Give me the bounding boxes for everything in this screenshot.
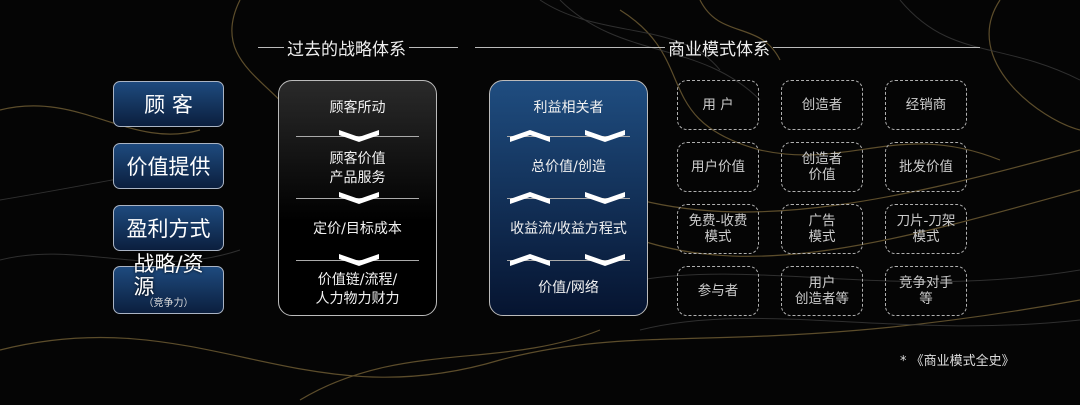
chevron-down-icon xyxy=(339,254,379,266)
title-line-right xyxy=(773,46,980,48)
past-strategy-title: 过去的战略体系 xyxy=(258,36,458,60)
left-pill-strategy-resources: 战略/资 源 （竞争力） xyxy=(113,252,224,314)
grid-cell-user-value: 用户价值 xyxy=(677,142,759,192)
panel-item: 价值/网络 xyxy=(538,280,599,296)
title-line-right xyxy=(409,46,458,48)
grid-cell-razor-blade-model: 刀片-刀架 模式 xyxy=(885,204,967,254)
left-pill-value-offer: 价值提供 xyxy=(113,143,224,189)
chevron-down-icon xyxy=(585,130,625,142)
grid-cell-ad-model: 广告 模式 xyxy=(781,204,863,254)
divider xyxy=(507,136,630,137)
panel-item: 顾客所动 xyxy=(329,100,386,116)
panel-item: 定价/目标成本 xyxy=(313,221,402,237)
chevron-down-icon xyxy=(339,192,379,204)
divider xyxy=(507,198,630,199)
grid-cell-competitors: 竞争对手 等 xyxy=(885,266,967,316)
chevron-down-icon xyxy=(339,130,379,142)
chevron-up-icon xyxy=(510,192,550,204)
business-model-title: 商业模式体系 xyxy=(475,36,980,60)
panel-item: 顾客价值 产品服务 xyxy=(329,151,386,186)
chevron-down-icon xyxy=(585,254,625,266)
chevron-up-icon xyxy=(510,254,550,266)
panel-item: 收益流/收益方程式 xyxy=(510,221,627,237)
panel-item: 利益相关者 xyxy=(533,100,604,116)
panel-item: 总价值/创造 xyxy=(531,159,606,175)
divider xyxy=(507,260,630,261)
grid-cell-wholesale-value: 批发价值 xyxy=(885,142,967,192)
panel-item: 价值链/流程/ 人力物力财力 xyxy=(315,272,400,307)
chevron-up-icon xyxy=(510,130,550,142)
chevron-down-icon xyxy=(585,192,625,204)
title-line-left xyxy=(475,46,665,48)
title-line-left xyxy=(258,46,284,48)
left-pill-customer: 顾 客 xyxy=(113,81,224,127)
grid-cell-creator-value: 创造者 价值 xyxy=(781,142,863,192)
pill-label: 战略/资 源 xyxy=(133,251,204,299)
grid-cell-user-creators: 用户 创造者等 xyxy=(781,266,863,316)
grid-cell-user: 用 户 xyxy=(677,80,759,130)
grid-cell-creator: 创造者 xyxy=(781,80,863,130)
grid-cell-freemium-model: 免费-收费 模式 xyxy=(677,204,759,254)
business-model-panel: 利益相关者 总价值/创造 收益流/收益方程式 价值/网络 xyxy=(489,80,648,316)
grid-cell-participants: 参与者 xyxy=(677,266,759,316)
past-strategy-panel: 顾客所动 顾客价值 产品服务 定价/目标成本 价值链/流程/ 人力物力财力 xyxy=(278,80,437,316)
source-footnote: * 《商业模式全史》 xyxy=(900,354,1015,369)
left-pill-profit-method: 盈利方式 xyxy=(113,205,224,251)
grid-cell-distributor: 经销商 xyxy=(885,80,967,130)
pill-sublabel: （竞争力） xyxy=(143,297,194,309)
